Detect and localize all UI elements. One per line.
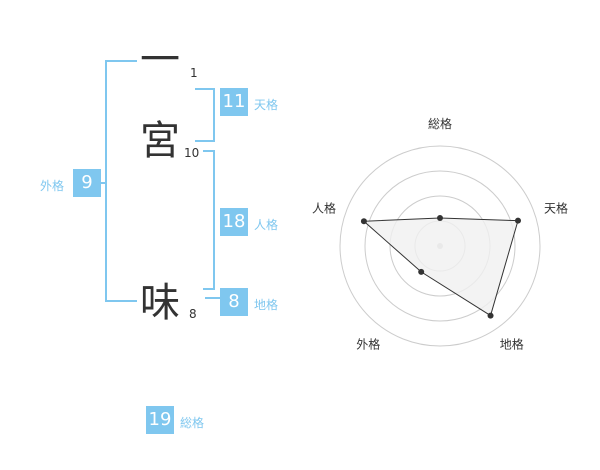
stroke-count-1: 1	[190, 66, 198, 80]
radar-point-4	[360, 218, 367, 225]
soukaku-label: 総格	[180, 416, 205, 430]
outer-bracket	[105, 60, 137, 302]
tenkaku-badge: 11	[220, 88, 248, 116]
radar-axis-label-3: 外格	[356, 337, 380, 352]
gaikaku-connector	[100, 182, 106, 184]
tenkaku-label: 天格	[254, 98, 279, 112]
name-char-1: 一	[140, 37, 180, 83]
radar-point-3	[418, 268, 425, 275]
jinkaku-bracket	[203, 150, 215, 290]
chikaku-label: 地格	[254, 298, 279, 312]
jinkaku-label: 人格	[254, 218, 279, 232]
soukaku-badge: 19	[146, 406, 174, 434]
radar-axis-label-1: 天格	[544, 200, 568, 215]
name-char-2: 宮	[140, 118, 180, 164]
chikaku-badge: 8	[220, 288, 248, 316]
radar-polygon	[362, 217, 519, 317]
radar-axis-label-2: 地格	[500, 337, 524, 352]
radar-point-0	[437, 215, 443, 221]
radar-axis-label-4: 人格	[312, 200, 336, 215]
gaikaku-badge: 9	[73, 169, 101, 197]
chikaku-connector	[205, 297, 220, 299]
radar-axis-label-0: 総格	[428, 116, 452, 131]
radar-ring	[339, 145, 541, 347]
radar-point-2	[487, 312, 494, 319]
name-char-3: 味	[140, 280, 180, 326]
stroke-count-3: 8	[189, 307, 197, 321]
jinkaku-badge: 18	[220, 208, 248, 236]
gaikaku-label: 外格	[40, 179, 65, 193]
radar-ring	[364, 170, 516, 322]
tenkaku-bracket	[195, 88, 215, 142]
radar-point-1	[514, 217, 521, 224]
stroke-count-2: 10	[184, 146, 200, 160]
